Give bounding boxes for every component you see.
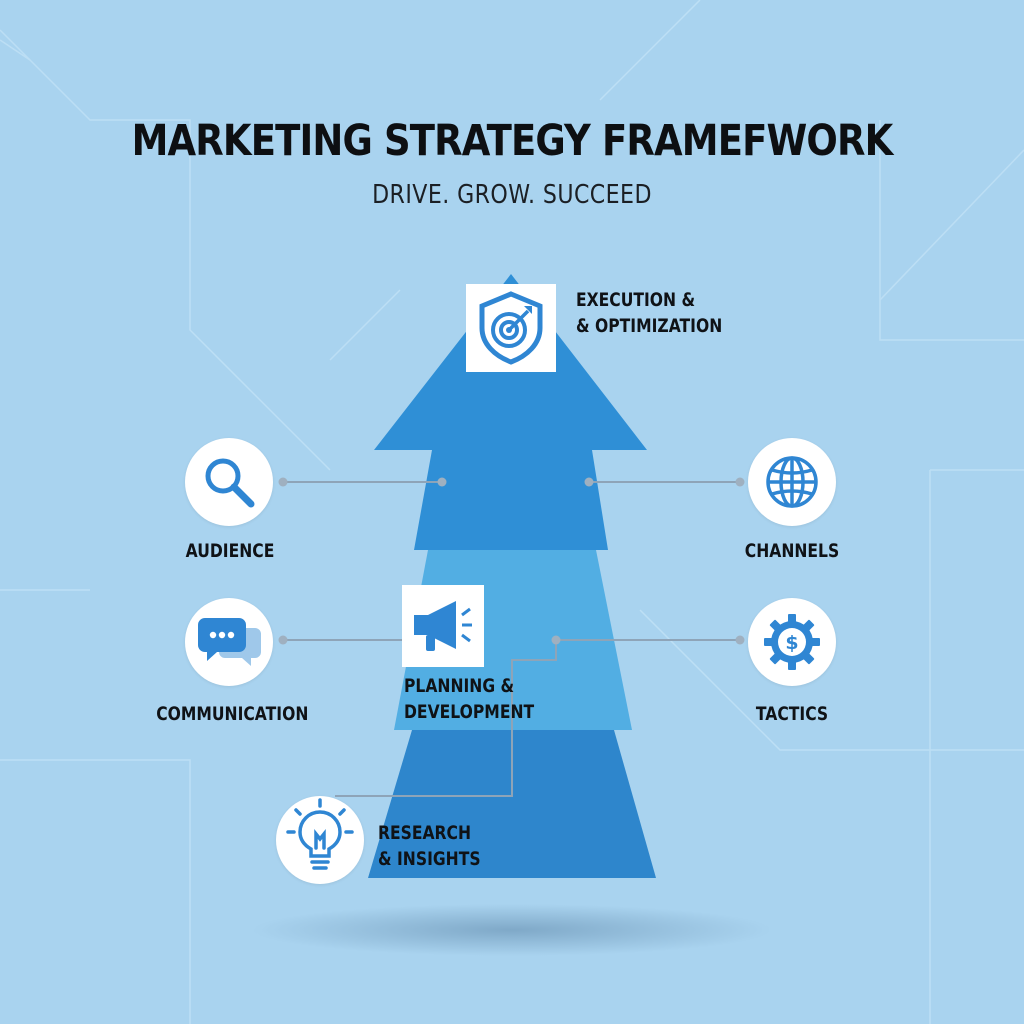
connector-dot (584, 477, 594, 487)
research-node (276, 796, 364, 884)
channels-node (748, 438, 836, 526)
planning-label: PLANNING & DEVELOPMENT (404, 673, 534, 725)
page-title: MARKETING STRATEGY FRAMEFWORK (131, 116, 894, 166)
channels-label: CHANNELS (744, 540, 840, 562)
connector-dot (735, 477, 745, 487)
planning-label-line2: DEVELOPMENT (404, 701, 535, 723)
magnifier-icon (205, 458, 255, 508)
globe-icon (766, 456, 818, 508)
planning-icon-box (402, 585, 484, 667)
communication-label: COMMUNICATION (156, 703, 309, 725)
planning-label-line1: PLANNING & (404, 675, 515, 697)
execution-label-line2: & OPTIMIZATION (576, 315, 723, 337)
ground-shadow (252, 904, 772, 956)
arrow-tier-bottom (368, 730, 656, 878)
connector-research (335, 640, 557, 797)
gear-dollar-icon: $ (764, 614, 820, 670)
chat-bubbles-icon (198, 618, 261, 666)
connector-dot (551, 635, 561, 645)
research-label-line2: & INSIGHTS (378, 848, 481, 870)
audience-label: AUDIENCE (185, 540, 275, 562)
communication-node (185, 598, 273, 686)
shield-target-icon (479, 291, 543, 365)
page-subtitle: DRIVE. GROW. SUCCEED (372, 180, 652, 210)
execution-label: EXECUTION & & OPTIMIZATION (576, 287, 722, 339)
lightbulb-icon (286, 798, 354, 870)
execution-icon-box (466, 284, 556, 372)
audience-node (185, 438, 273, 526)
connector-dot (437, 477, 447, 487)
execution-label-line1: EXECUTION & (576, 289, 696, 311)
svg-text:$: $ (785, 632, 798, 654)
connector-dot (278, 635, 288, 645)
research-label-line1: RESEARCH (378, 822, 472, 844)
tactics-label: TACTICS (755, 703, 829, 725)
tactics-node: $ (748, 598, 836, 686)
connector-dot (735, 635, 745, 645)
megaphone-icon (414, 601, 472, 651)
research-label: RESEARCH & INSIGHTS (378, 820, 481, 872)
connector-dot (278, 477, 288, 487)
